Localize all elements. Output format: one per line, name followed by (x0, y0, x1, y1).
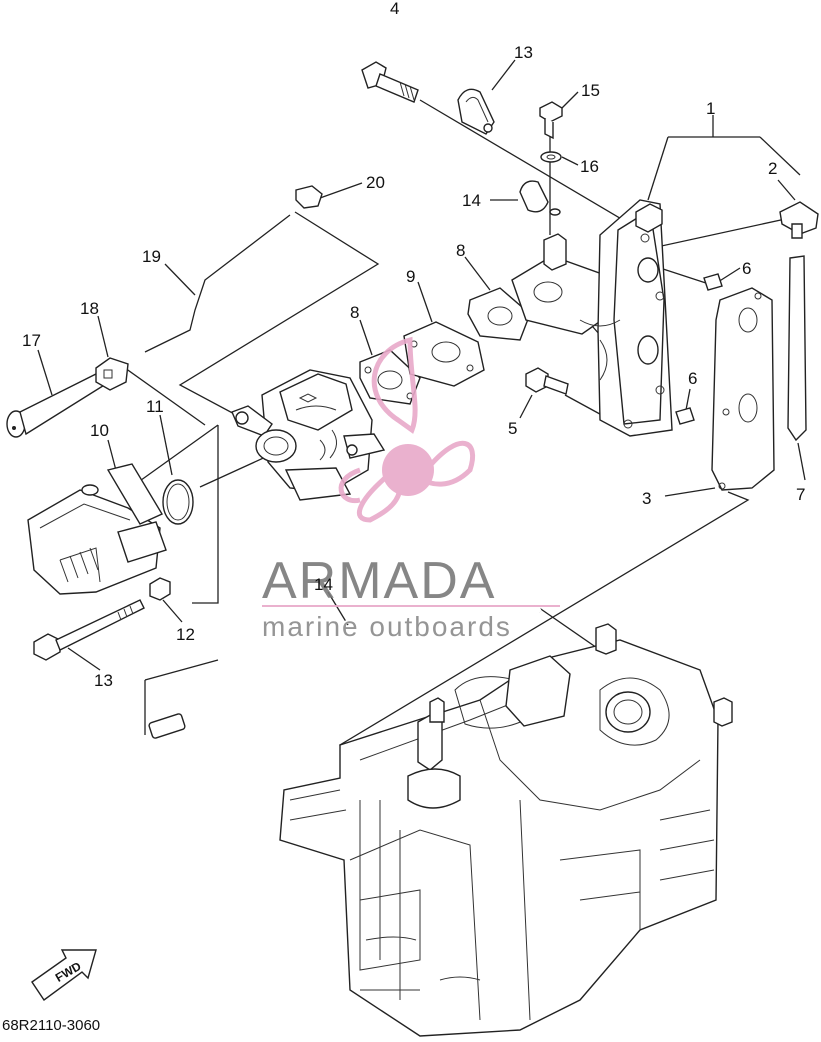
part-21-choke-rod[interactable] (144, 214, 291, 353)
callout-13[interactable]: 13 (94, 671, 113, 690)
fwd-arrow-icon: FWD (31, 949, 97, 1001)
part-14-fuel-hose[interactable] (148, 571, 542, 739)
callout-21[interactable]: 19 (142, 247, 161, 266)
callout-8-right[interactable]: 8 (456, 241, 465, 260)
part-20-link[interactable] (95, 357, 129, 391)
part-22-clip[interactable] (295, 185, 323, 209)
watermark: ARMADA marine outboards (262, 336, 560, 642)
part-2-joint[interactable] (779, 201, 819, 239)
callout-14[interactable]: 14 (314, 575, 333, 594)
callout-2[interactable]: 2 (768, 159, 777, 178)
part-11-o-ring[interactable] (162, 479, 194, 525)
part-12-nut[interactable] (149, 577, 171, 601)
callout-22[interactable]: 20 (366, 173, 385, 192)
callout-6-upper[interactable]: 6 (742, 259, 751, 278)
callout-4[interactable]: 4 (390, 0, 399, 18)
part-4-bolt[interactable] (361, 61, 419, 103)
part-10-intake-silencer[interactable] (27, 463, 167, 595)
part-3-gasket[interactable] (711, 287, 775, 491)
callout-9[interactable]: 9 (406, 267, 415, 286)
watermark-tagline: marine outboards (262, 611, 512, 642)
callout-5[interactable]: 5 (508, 419, 517, 438)
part-7-hose[interactable] (787, 255, 807, 442)
part-16-clamp[interactable] (519, 180, 561, 216)
callout-17[interactable]: 15 (581, 81, 600, 100)
part-5-bolt[interactable] (525, 367, 569, 395)
callout-8-left[interactable]: 8 (350, 303, 359, 322)
callout-labels: 4 13 15 1 16 2 20 14 8 19 6 9 18 8 17 6 … (22, 0, 805, 690)
part-13-bolt[interactable] (33, 599, 145, 661)
callout-18[interactable]: 16 (580, 157, 599, 176)
part-6-pin-lower[interactable] (675, 407, 695, 425)
callout-15[interactable]: 13 (514, 43, 533, 62)
carburetor[interactable] (231, 369, 386, 501)
engine-block (279, 623, 733, 1037)
propeller-logo-icon (338, 336, 476, 523)
callout-20[interactable]: 18 (80, 299, 99, 318)
callout-7[interactable]: 7 (796, 485, 805, 504)
part-8-gasket-right[interactable] (467, 287, 531, 341)
part-18-washer[interactable] (540, 151, 562, 163)
part-17-screw[interactable] (539, 101, 563, 140)
part-15-clamp[interactable] (457, 88, 495, 135)
callout-3[interactable]: 3 (642, 489, 651, 508)
callout-11[interactable]: 11 (146, 397, 164, 416)
callout-1[interactable]: 1 (706, 99, 715, 118)
callout-6-lower[interactable]: 6 (688, 369, 697, 388)
part-1-intake-manifold[interactable] (511, 199, 673, 437)
part-6-pin-upper[interactable] (703, 273, 723, 291)
watermark-brand: ARMADA (262, 552, 496, 610)
callout-19[interactable]: 17 (22, 331, 41, 350)
diagram-code: 68R2110-3060 (2, 1017, 100, 1034)
callout-12[interactable]: 12 (176, 625, 195, 644)
callout-10[interactable]: 10 (90, 421, 109, 440)
callout-16[interactable]: 14 (462, 191, 481, 210)
